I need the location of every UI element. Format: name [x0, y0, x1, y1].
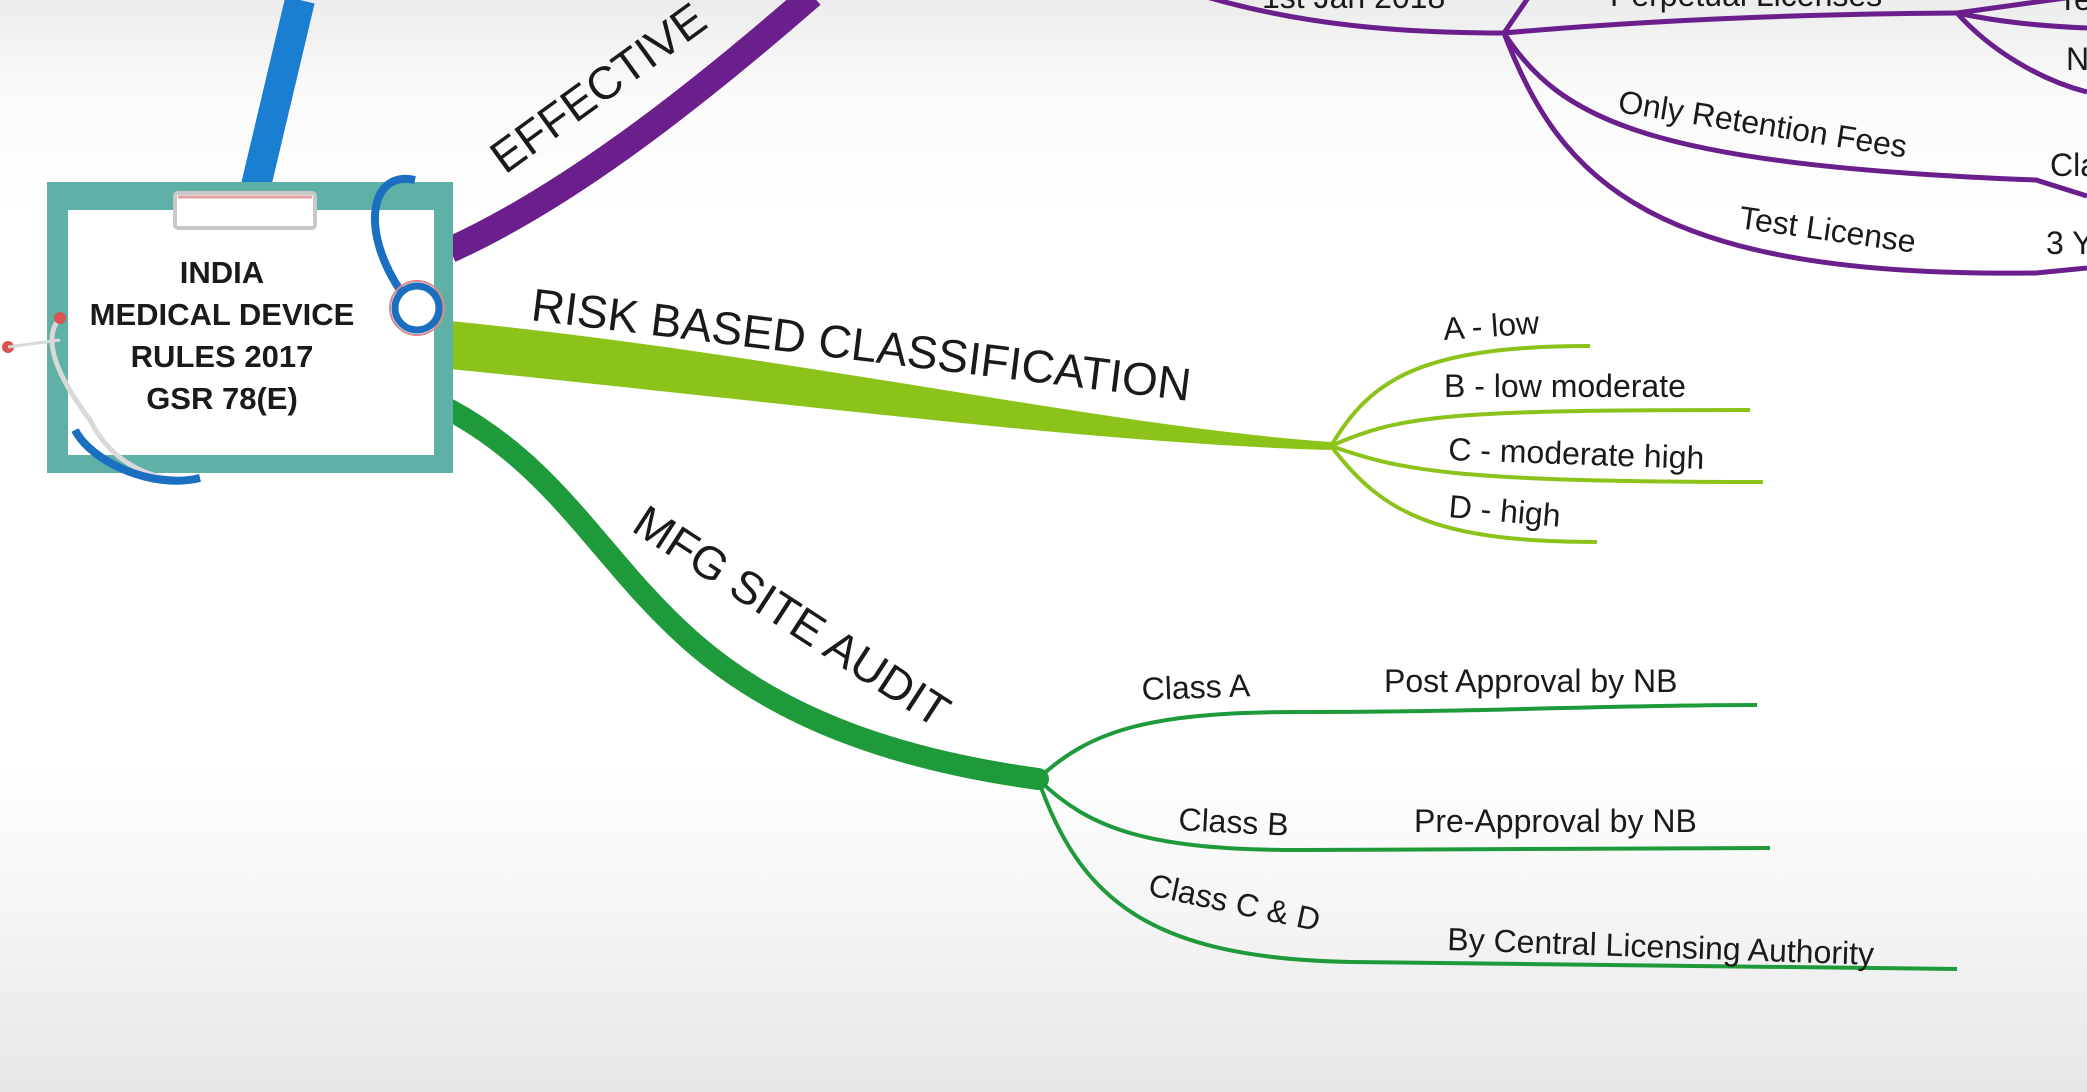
cut-label-3: Cla [2050, 147, 2087, 183]
effective-branch [444, 0, 821, 262]
effective-date-label: 1st Jan 2018 [1262, 0, 1445, 15]
perpetual-licenses-label: Perpetual Licenses [1610, 0, 1882, 13]
audit-class-b: Class B [1178, 801, 1290, 843]
central-title-line-3: RULES 2017 [131, 339, 314, 374]
central-node-clipboard: INDIA MEDICAL DEVICE RULES 2017 GSR 78(E… [2, 174, 453, 485]
audit-branch [439, 399, 1049, 790]
risk-class-d: D - high [1447, 488, 1562, 534]
audit-class-b-detail: Pre-Approval by NB [1414, 803, 1697, 839]
risk-class-b: B - low moderate [1444, 368, 1686, 404]
retention-fees-label: Only Retention Fees [1616, 83, 1910, 164]
effective-subtree [1208, 0, 2087, 276]
risk-class-a: A - low [1442, 304, 1541, 347]
risk-children [1329, 344, 1764, 544]
blue-branch [240, 0, 315, 194]
central-title-line-1: INDIA [180, 255, 264, 290]
cut-label-4: 3 Y [2046, 225, 2087, 261]
central-title-line-4: GSR 78(E) [146, 381, 298, 416]
risk-class-c: C - moderate high [1448, 431, 1705, 476]
stethoscope-icon [370, 174, 416, 293]
central-title-line-2: MEDICAL DEVICE [90, 297, 355, 332]
audit-class-a: Class A [1141, 667, 1251, 707]
risk-branch [446, 320, 1332, 450]
cut-label-2: N [2066, 41, 2087, 77]
cut-label-1: Te [2058, 0, 2087, 17]
audit-class-a-detail: Post Approval by NB [1384, 663, 1677, 699]
audit-children [1036, 703, 1958, 971]
audit-class-cd: Class C & D [1146, 867, 1324, 938]
